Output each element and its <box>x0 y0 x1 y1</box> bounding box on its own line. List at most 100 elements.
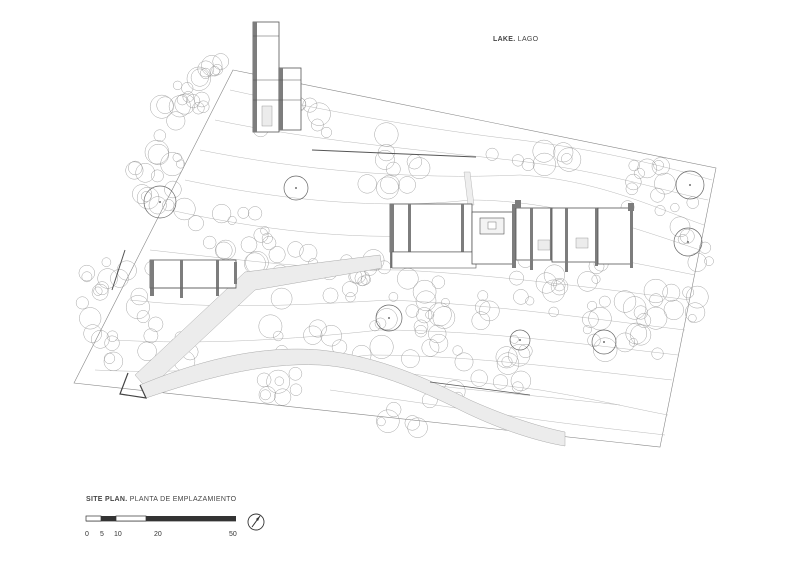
tree-canopy <box>682 286 695 299</box>
tree-canopy <box>653 160 664 171</box>
tree-canopy <box>501 356 513 368</box>
tree-canopy <box>492 374 509 390</box>
tree-canopy <box>212 204 232 224</box>
tree-canopy <box>413 319 429 335</box>
tree-canopy <box>95 281 109 296</box>
tree-canopy <box>369 334 394 359</box>
tree-canopy <box>543 264 565 286</box>
tree-canopy <box>192 102 205 115</box>
tree-canopy <box>688 314 697 323</box>
tree-canopy <box>172 80 183 91</box>
tree-canopy <box>699 241 712 254</box>
tree-trunk-dot <box>159 201 161 203</box>
tree-canopy <box>203 235 217 250</box>
tree-canopy <box>182 91 194 103</box>
tree-canopy <box>376 176 399 200</box>
tree-canopy <box>289 383 303 396</box>
tree-canopy <box>260 226 270 236</box>
tree-canopy <box>496 352 520 375</box>
tree-canopy <box>425 310 435 320</box>
tree-canopy <box>162 199 175 212</box>
tree-canopy <box>360 274 371 285</box>
tree-canopy <box>369 320 381 332</box>
tree-canopy <box>187 215 204 232</box>
tree-canopy <box>253 227 269 243</box>
tree-canopy <box>553 279 566 292</box>
plan-title: SITE PLAN. PLANTA DE EMPLAZAMIENTO <box>86 496 236 503</box>
tree-canopy <box>651 157 670 176</box>
tree-canopy <box>270 287 293 310</box>
tree-canopy <box>507 344 531 367</box>
tree-canopy <box>406 154 423 170</box>
tree-canopy <box>412 279 437 304</box>
tree-canopy <box>375 150 395 170</box>
tree-canopy <box>386 402 402 418</box>
tree-canopy <box>273 330 284 342</box>
tree-canopy <box>342 281 358 298</box>
tree-canopy <box>147 143 169 166</box>
tree-canopy <box>662 283 681 302</box>
tree-canopy <box>201 55 223 77</box>
large-tree-canopy <box>509 329 531 351</box>
building-north <box>252 21 302 133</box>
tree-trunk-dot <box>388 317 390 319</box>
large-tree-canopy <box>673 227 703 257</box>
tree-canopy <box>427 302 452 327</box>
tree-canopy <box>535 272 557 294</box>
tree-canopy <box>307 102 331 126</box>
tree-canopy <box>415 290 437 312</box>
tree-canopy <box>137 341 157 361</box>
tree-canopy <box>582 325 592 335</box>
tree-canopy <box>212 53 229 70</box>
tree-canopy <box>421 338 440 357</box>
tree-canopy <box>106 330 119 342</box>
tree-canopy <box>125 295 150 320</box>
tree-canopy <box>302 97 318 113</box>
tree-canopy <box>144 139 170 165</box>
tree-canopy <box>168 95 191 118</box>
tree-canopy <box>136 186 160 210</box>
tree-canopy <box>256 372 272 388</box>
plan-title-rest: PLANTA DE EMPLAZAMIENTO <box>129 496 237 503</box>
tree-canopy <box>258 386 277 404</box>
tree-canopy <box>261 232 273 244</box>
tree-canopy <box>374 317 387 330</box>
large-tree-canopy <box>375 304 403 332</box>
tree-canopy <box>588 307 612 331</box>
tree-canopy <box>587 300 598 311</box>
tree-trunk-dot <box>603 341 605 343</box>
lake-label-bold: LAKE. <box>493 36 516 43</box>
tree-canopy <box>408 157 431 179</box>
tree-canopy <box>628 160 640 172</box>
tree-canopy <box>128 160 143 176</box>
tree-canopy <box>677 234 689 245</box>
tree-canopy <box>670 203 680 213</box>
tree-canopy <box>262 236 277 251</box>
tree-canopy <box>509 334 519 344</box>
tree-trunk-dot <box>295 187 297 189</box>
large-tree-canopy <box>591 329 617 355</box>
site-boundary <box>73 69 717 448</box>
tree-canopy <box>132 184 152 204</box>
tree-canopy <box>172 152 182 163</box>
tree-canopy <box>637 158 657 179</box>
tree-canopy <box>405 304 419 318</box>
tree-canopy <box>376 417 386 427</box>
tree-canopy <box>385 161 401 177</box>
large-tree-canopy <box>283 175 309 201</box>
tree-canopy <box>685 302 706 323</box>
tree-canopy <box>557 147 582 172</box>
tree-canopy <box>686 285 709 309</box>
tree-canopy <box>186 66 211 91</box>
tree-canopy <box>176 94 188 106</box>
tree-canopy <box>214 241 233 260</box>
tree-canopy <box>136 310 150 324</box>
lower-road <box>139 348 566 447</box>
tree-canopy <box>495 346 518 369</box>
tree-canopy <box>197 100 210 113</box>
tree-canopy <box>357 174 377 194</box>
tree-canopy <box>140 191 152 202</box>
tree-canopy <box>308 319 327 338</box>
tree-canopy <box>101 257 112 267</box>
